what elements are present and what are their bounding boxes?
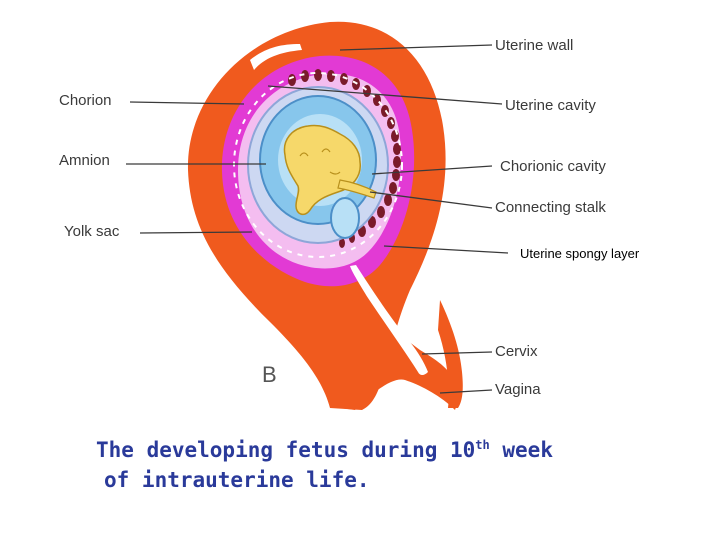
leader-chorion: [129, 101, 245, 105]
caption-line-1-pre: The developing fetus during 10: [96, 438, 475, 462]
vagina-canal: [438, 300, 463, 408]
leader-chorionic-cavity: [371, 165, 493, 175]
label-amnion: Amnion: [59, 152, 110, 169]
label-yolk-sac: Yolk sac: [64, 223, 120, 240]
label-uterine-cavity: Uterine cavity: [505, 97, 596, 114]
label-vagina: Vagina: [495, 381, 541, 398]
leader-cervix: [421, 351, 493, 355]
leader-connecting-stalk: [369, 191, 493, 209]
leader-yolk-sac: [139, 231, 253, 234]
panel-letter: B: [262, 362, 277, 387]
caption-line-1-sup: th: [475, 438, 489, 452]
cervix-body: [340, 300, 460, 410]
chorion-outline: [233, 72, 403, 258]
leader-uterine-cavity: [267, 85, 503, 105]
label-chorionic-cavity: Chorionic cavity: [500, 158, 606, 175]
fetus: [283, 124, 361, 216]
caption-line-1-post: week: [490, 438, 554, 462]
yolk-sac: [330, 197, 360, 239]
label-uterine-wall: Uterine wall: [495, 37, 573, 54]
fetus-detail: [299, 148, 341, 175]
cervical-canal-left: [250, 44, 302, 70]
leader-vagina: [439, 389, 493, 394]
cervical-canal: [350, 265, 428, 375]
label-uterine-spongy-layer: Uterine spongy layer: [520, 246, 640, 261]
leader-uterine-wall: [339, 44, 493, 51]
caption-line-2: of intrauterine life.: [104, 468, 370, 492]
leader-spongy-layer: [383, 245, 509, 254]
label-cervix: Cervix: [495, 343, 538, 360]
connecting-stalk: [337, 179, 377, 199]
label-chorion: Chorion: [59, 92, 112, 109]
caption-line-1: The developing fetus during 10th week: [96, 438, 553, 462]
label-connecting-stalk: Connecting stalk: [495, 199, 606, 216]
